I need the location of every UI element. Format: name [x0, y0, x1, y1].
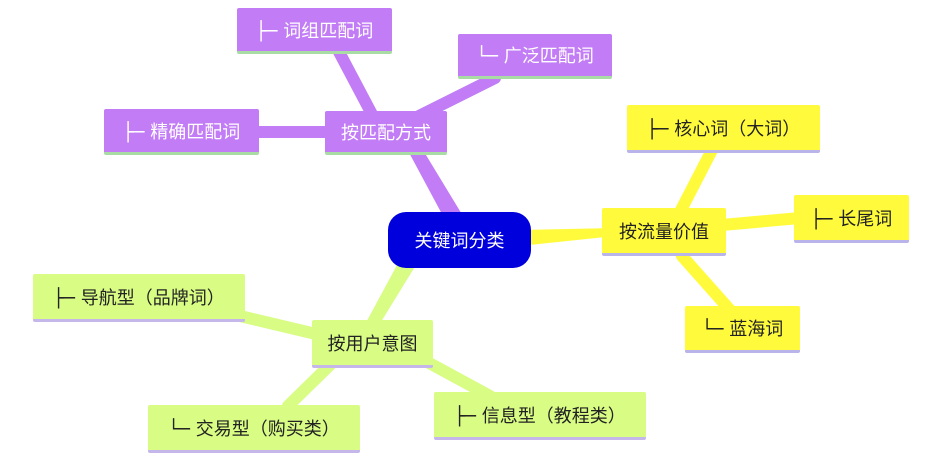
- leaf-informational[interactable]: ├─ 信息型（教程类）: [434, 392, 646, 440]
- link-root-traffic: [520, 228, 615, 246]
- leaf-exact-match[interactable]: ├─ 精确匹配词: [104, 109, 259, 155]
- leaf-broad-match[interactable]: └─ 广泛匹配词: [458, 34, 612, 79]
- root-node[interactable]: 关键词分类: [388, 212, 531, 268]
- leaf-navigational[interactable]: ├─ 导航型（品牌词）: [33, 274, 245, 322]
- leaf-core-keyword[interactable]: ├─ 核心词（大词）: [627, 105, 820, 153]
- branch-match-type[interactable]: 按匹配方式: [325, 111, 447, 155]
- leaf-longtail-keyword[interactable]: ├─ 长尾词: [794, 195, 909, 243]
- leaf-blueocean-keyword[interactable]: └─ 蓝海词: [685, 306, 800, 353]
- branch-traffic-value[interactable]: 按流量价值: [602, 208, 726, 256]
- link-traffic-longtail: [716, 212, 806, 231]
- link-intent-nav: [234, 310, 322, 340]
- link-root-intent: [362, 252, 424, 330]
- link-traffic-blueocean: [676, 250, 736, 316]
- link-match-phrase: [332, 44, 381, 126]
- branch-user-intent[interactable]: 按用户意图: [312, 320, 433, 368]
- link-traffic-core: [674, 144, 718, 218]
- leaf-phrase-match[interactable]: ├─ 词组匹配词: [237, 8, 392, 54]
- leaf-transactional[interactable]: └─ 交易型（购买类）: [148, 405, 360, 453]
